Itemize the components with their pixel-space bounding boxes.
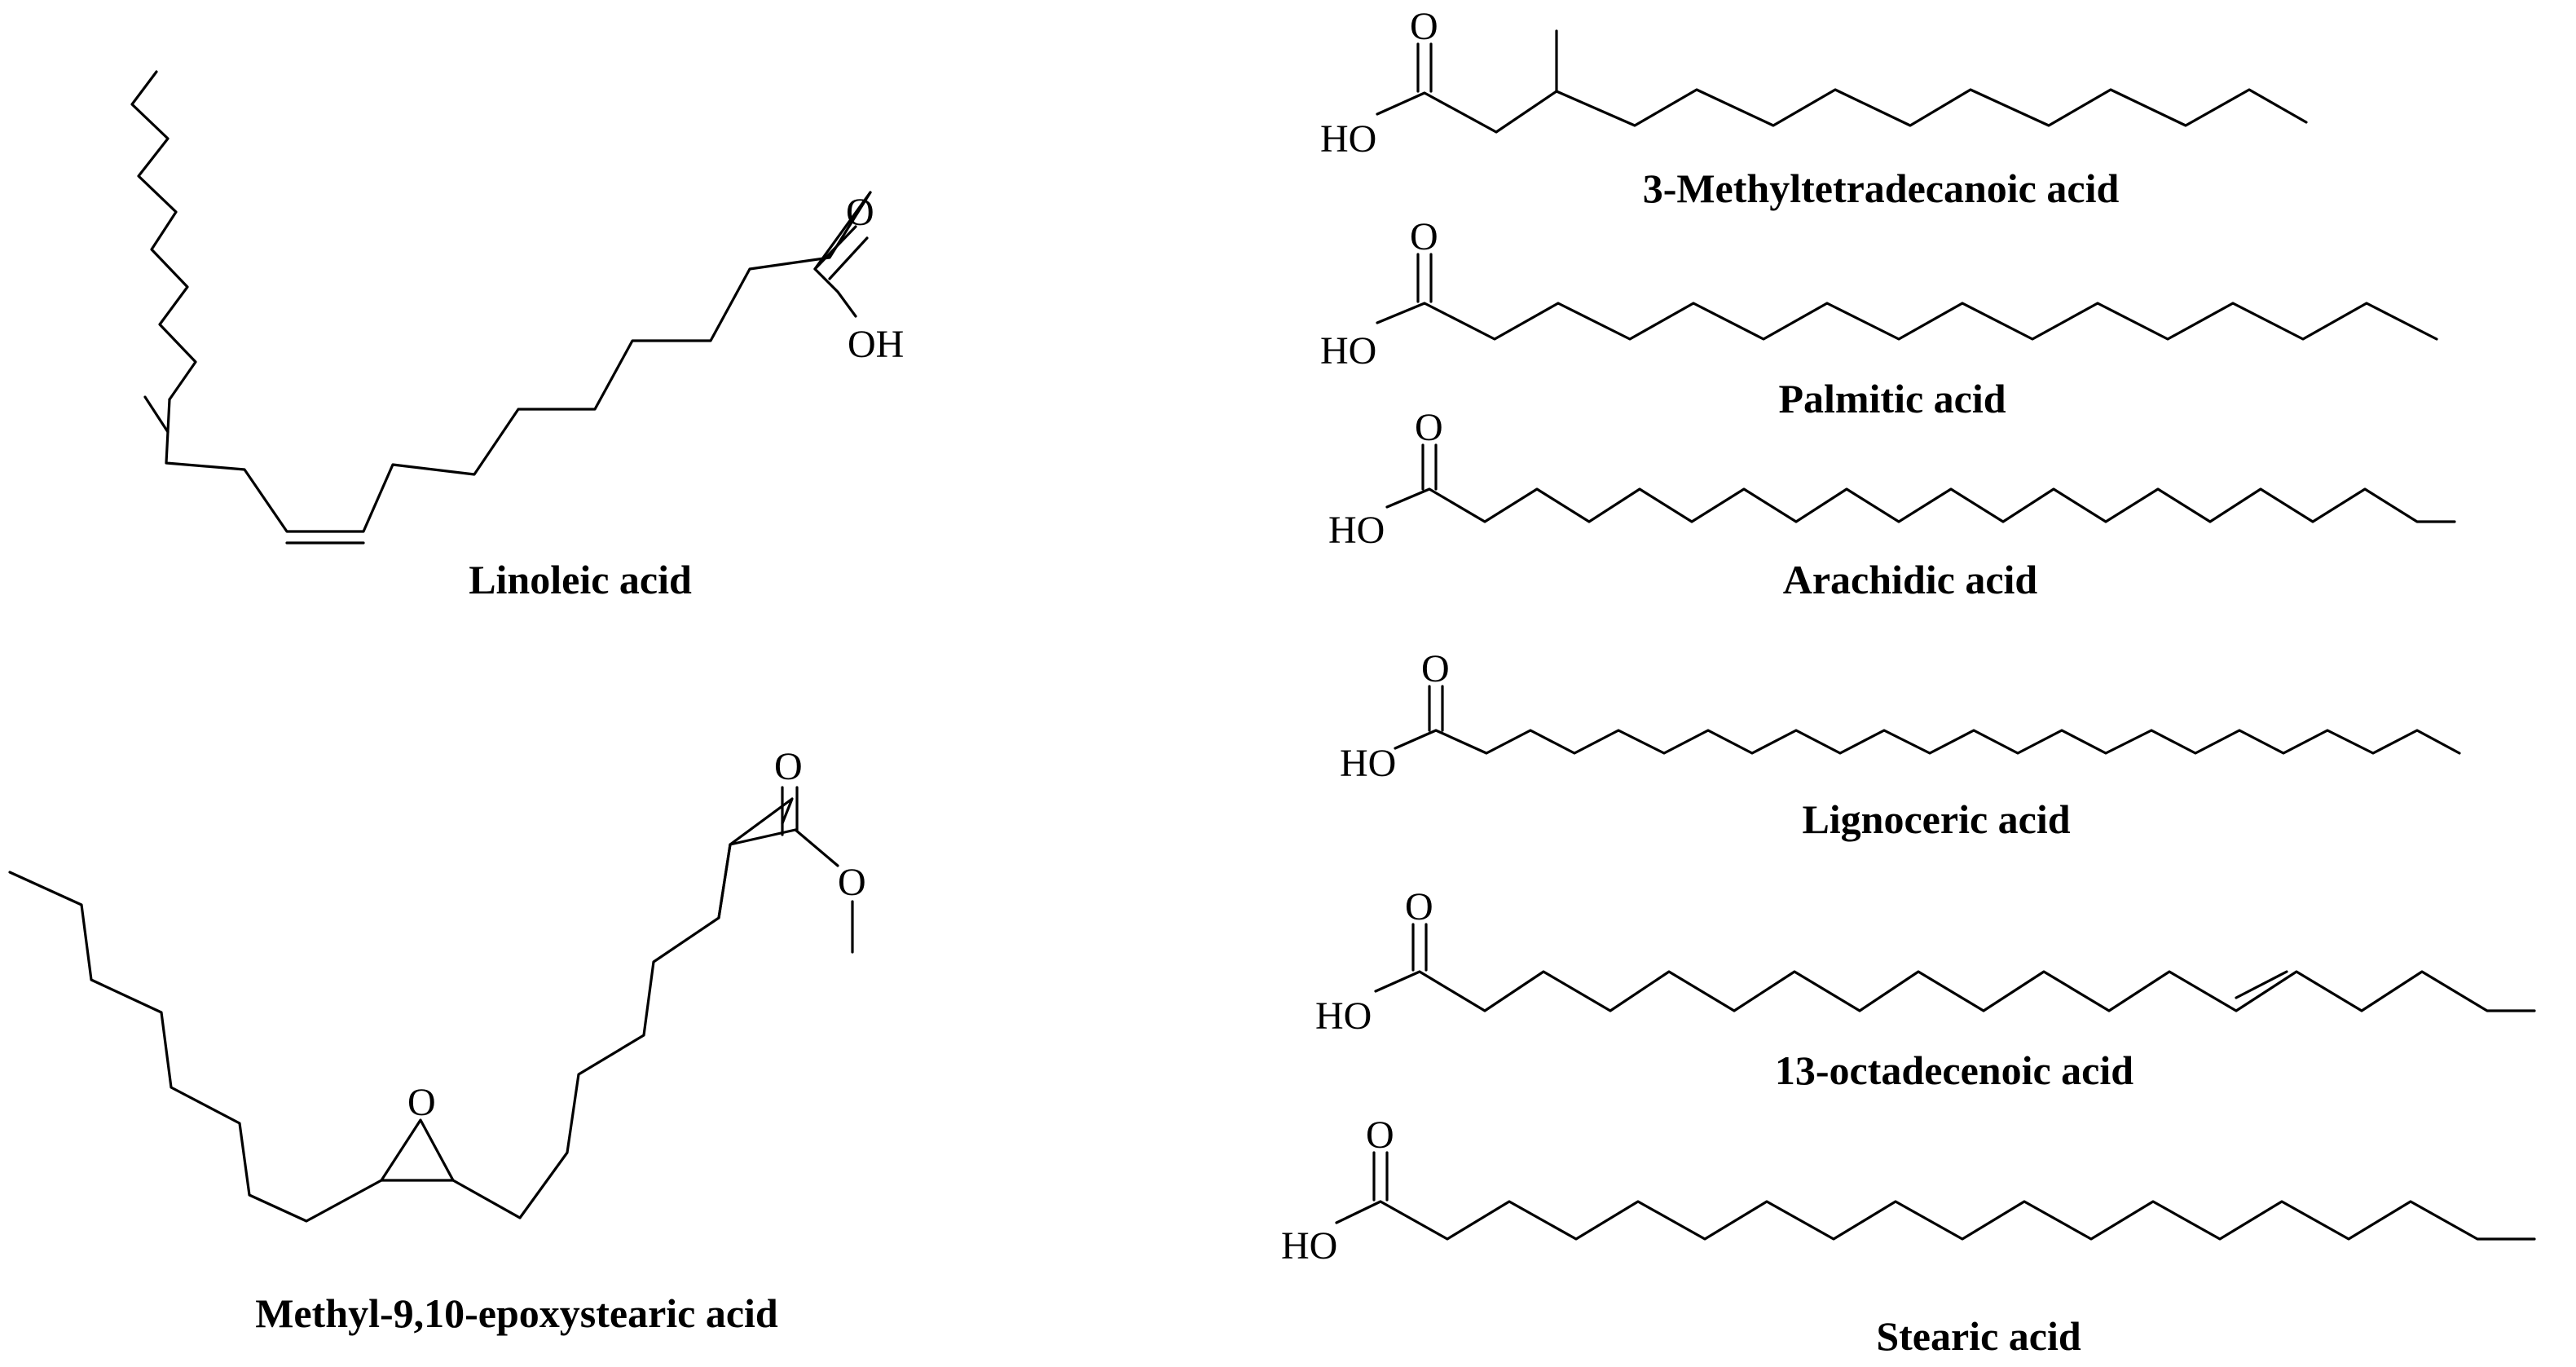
linoleic-chain-top — [130, 70, 197, 401]
linoleic-carbonyl-bond-2 — [828, 236, 869, 280]
palmitic-acid-structure: O HO Palmitic acid — [1320, 215, 2438, 421]
linoleic-acid-structure: O OH Linoleic acid — [130, 70, 904, 602]
stearic-ho-label: HO — [1281, 1224, 1337, 1268]
arachidic-acid-name: Arachidic acid — [1783, 557, 2038, 602]
arachidic-o-label: O — [1415, 406, 1443, 449]
octadecenoic-ho-label: HO — [1315, 994, 1372, 1038]
octadecenoic-chain — [1374, 970, 2536, 1012]
epoxystearic-left-chain — [8, 871, 383, 1223]
lignoceric-ho-label: HO — [1340, 742, 1396, 785]
methyltetradecanoic-acid-name: 3-Methyltetradecanoic acid — [1643, 165, 2120, 211]
palmitic-o-label: O — [1410, 215, 1438, 258]
linoleic-carbonyl-bond — [813, 225, 857, 271]
palmitic-acid-name: Palmitic acid — [1778, 376, 2006, 421]
epoxystearic-chain-to-ester — [717, 843, 732, 919]
epoxystearic-acid-structure: O O O Methyl-9,10-epoxystearic acid — [8, 745, 866, 1336]
epoxystearic-ester-o-label: O — [838, 861, 866, 904]
octadecenoic-o-label: O — [1405, 885, 1433, 928]
palmitic-chain — [1376, 302, 2438, 341]
epoxystearic-epoxide-o-label: O — [407, 1081, 436, 1124]
linoleic-acid-name: Linoleic acid — [469, 557, 692, 602]
arachidic-ho-label: HO — [1328, 509, 1385, 552]
stearic-o-label: O — [1366, 1113, 1394, 1157]
epoxystearic-right-chain — [451, 797, 794, 1219]
linoleic-oh-label: OH — [848, 323, 904, 366]
octadecenoic-acid-name: 13-octadecenoic acid — [1775, 1047, 2133, 1093]
palmitic-ho-label: HO — [1320, 329, 1376, 373]
lignoceric-acid-structure: O HO Lignoceric acid — [1340, 647, 2461, 842]
methyltetradecanoic-acid-structure: O HO 3-Methyltetradecanoic acid — [1320, 5, 2308, 211]
epoxystearic-acid-name: Methyl-9,10-epoxystearic acid — [255, 1290, 778, 1336]
stearic-acid-structure: O HO Stearic acid — [1281, 1113, 2536, 1359]
lignoceric-acid-name: Lignoceric acid — [1802, 796, 2070, 842]
linoleic-o-label: O — [846, 191, 874, 234]
stearic-chain — [1335, 1200, 2536, 1241]
linoleic-chain-middle — [165, 191, 872, 533]
stearic-acid-name: Stearic acid — [1876, 1313, 2081, 1359]
linoleic-carboxyl-bonds — [813, 191, 872, 318]
methyltetradecanoic-o-label: O — [1410, 5, 1438, 48]
epoxystearic-epoxide-ring — [380, 1118, 455, 1182]
epoxystearic-ester-bonds — [729, 828, 839, 867]
methyltetradecanoic-ho-label: HO — [1320, 117, 1376, 161]
epoxystearic-carbonyl-o-label: O — [774, 745, 803, 788]
octadecenoic-trans-double-bond — [2235, 970, 2288, 999]
octadecenoic-acid-structure: O HO 13-octadecenoic acid — [1315, 885, 2536, 1093]
linoleic-cis-double-bond-1 — [143, 395, 170, 434]
arachidic-acid-structure: O HO Arachidic acid — [1328, 406, 2456, 602]
lignoceric-o-label: O — [1421, 647, 1450, 690]
arachidic-chain — [1385, 487, 2456, 523]
lignoceric-chain — [1394, 729, 2461, 755]
methyltetradecanoic-chain — [1376, 88, 2308, 134]
